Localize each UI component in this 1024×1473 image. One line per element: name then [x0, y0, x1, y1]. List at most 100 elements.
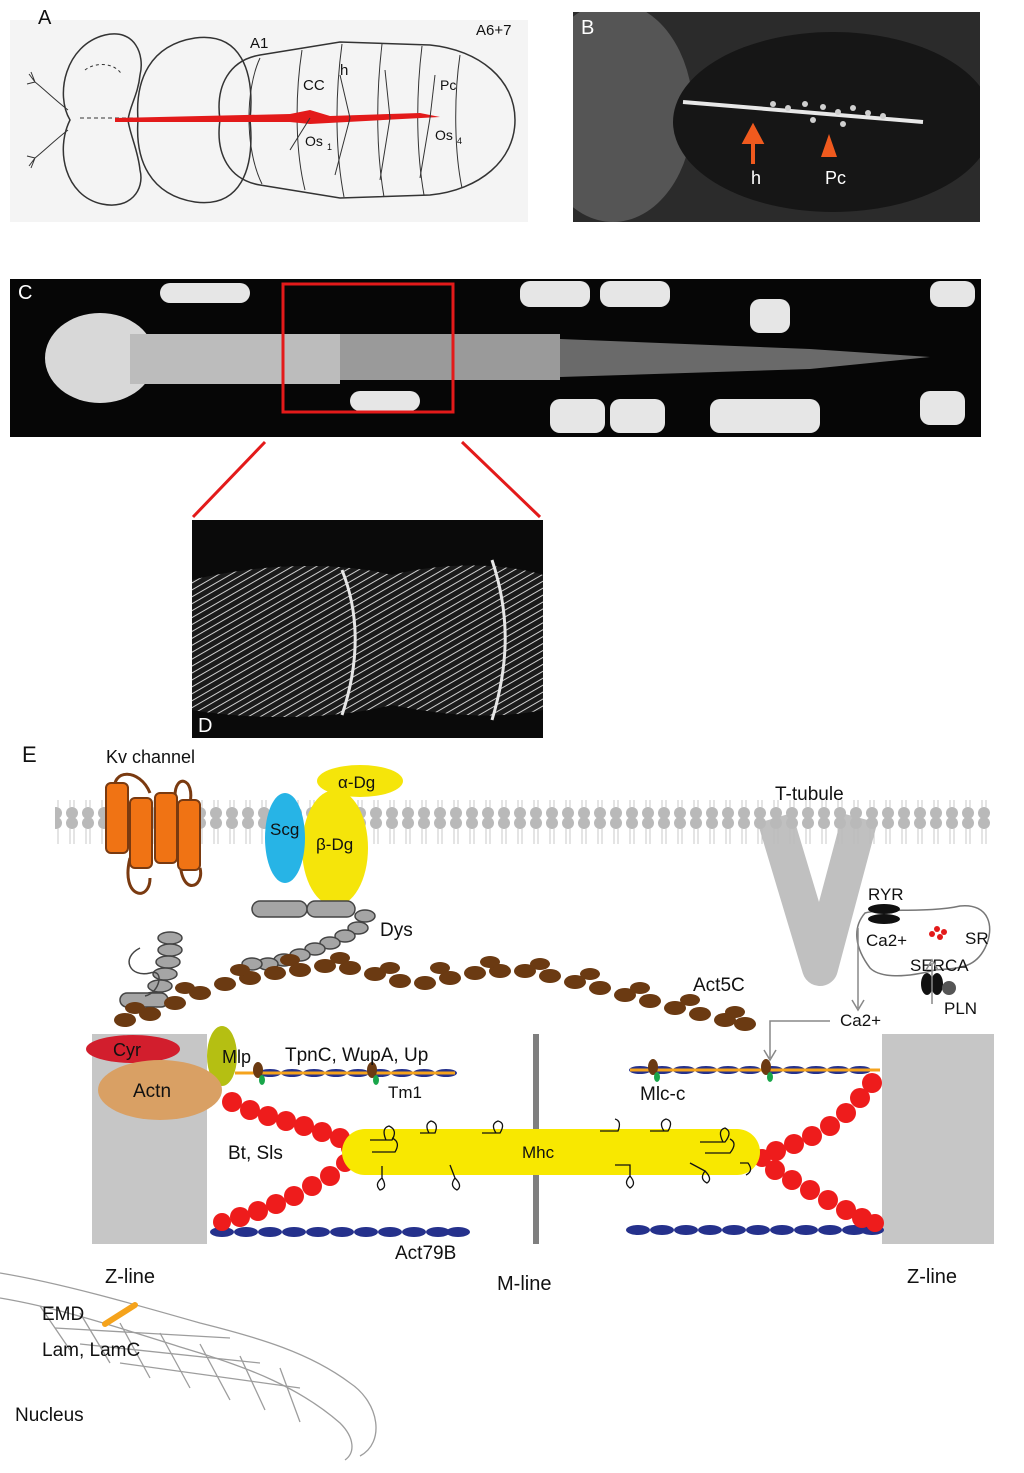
- panel-b-letter: B: [581, 17, 594, 39]
- label-h: h: [340, 62, 348, 79]
- label-lam: Lam, LamC: [42, 1340, 140, 1361]
- label-ca-sr: Ca2+: [866, 931, 907, 950]
- panel-b-abdomen: [673, 32, 993, 212]
- label-os1-sub: 1: [327, 142, 332, 152]
- panel-c-heart-middle: [340, 334, 560, 380]
- abdomen-outline: [218, 41, 516, 199]
- label-bt-sls: Bt, Sls: [228, 1143, 283, 1164]
- ryr-channel-top: [868, 904, 900, 914]
- panel-e-letter: E: [22, 742, 37, 767]
- myosin-heads: [370, 1118, 752, 1191]
- label-a67: A6+7: [476, 22, 511, 39]
- serca-pump-2: [931, 973, 943, 995]
- label-nucleus: Nucleus: [15, 1405, 84, 1426]
- t-tubule-invagination: [757, 812, 878, 986]
- alary-muscles: [289, 69, 436, 181]
- antenna-bottom: [26, 129, 69, 169]
- label-sr: SR: [965, 929, 989, 948]
- label-pln: PLN: [944, 999, 977, 1018]
- panel-c: C: [10, 279, 981, 437]
- panel-d-image: D: [192, 520, 543, 738]
- panel-d-ostium-edge: [340, 569, 357, 716]
- cyr: [86, 1035, 180, 1063]
- panel-d-right-edge: [490, 559, 507, 721]
- label-actn: Actn: [133, 1081, 171, 1102]
- mlp: [207, 1026, 237, 1086]
- calcium-flow-arrows: [763, 928, 939, 1062]
- alpha-dg: [317, 765, 403, 797]
- emd-marker: [102, 1302, 138, 1327]
- label-beta-dg: β-Dg: [316, 835, 353, 854]
- troponin-right: [648, 1059, 773, 1082]
- kv-channel: [105, 772, 203, 895]
- z-line-right-block: [882, 1034, 994, 1244]
- serca-pump-1: [921, 973, 933, 995]
- zoom-lines: [191, 440, 542, 519]
- label-os4: Os: [435, 127, 453, 143]
- nuclear-envelope: [0, 1272, 377, 1461]
- thin-filament-bottom-right: [626, 1225, 884, 1235]
- panel-d: D: [192, 520, 543, 738]
- panel-c-conical-chamber: [45, 313, 155, 403]
- dystrophin: [119, 900, 376, 1008]
- mhc-thick-filament: [342, 1129, 760, 1175]
- panel-b-label-pc: Pc: [825, 168, 846, 188]
- panel-b-thorax-blur: [533, 2, 693, 222]
- titin-right: [753, 1073, 884, 1232]
- label-kv-channel: Kv channel: [106, 747, 195, 767]
- panel-d-letter: D: [198, 715, 212, 737]
- label-cc: CC: [303, 77, 325, 94]
- label-serca: SERCA: [910, 956, 969, 975]
- label-t-tubule: T-tubule: [775, 784, 844, 805]
- label-cyr: Cyr: [113, 1040, 141, 1060]
- head-inner-dash: [84, 64, 123, 76]
- scg: [265, 793, 305, 883]
- label-scg: Scg: [270, 820, 299, 839]
- heart-tube: [115, 110, 440, 124]
- label-mlp: Mlp: [222, 1047, 251, 1067]
- label-emd: EMD: [42, 1304, 84, 1325]
- label-ryr: RYR: [868, 885, 904, 904]
- label-dys: Dys: [380, 920, 413, 941]
- label-ca-cyto: Ca2+: [840, 1011, 881, 1030]
- label-mhc: Mhc: [522, 1143, 555, 1162]
- panel-c-heart-anterior: [130, 334, 340, 384]
- act5c-filament: [114, 952, 756, 1031]
- antenna-top: [26, 71, 69, 111]
- label-tm1: Tm1: [388, 1083, 422, 1102]
- panel-c-muscle-fragments: [160, 281, 975, 433]
- panel-a-drawing: A A1 CC h Pc A6+7 Os: [10, 7, 528, 222]
- beta-dg: [302, 790, 368, 906]
- panel-e-diagram: E T-tubule Kv channel α-Dg β-Dg Scg: [0, 742, 994, 1461]
- pln: [942, 981, 956, 995]
- panel-b-label-h: h: [751, 168, 761, 188]
- thin-filament-bottom-left: [210, 1227, 470, 1237]
- panel-b-pericardial-cells: [770, 101, 886, 127]
- label-m-line: M-line: [497, 1273, 551, 1295]
- label-alpha-dg: α-Dg: [338, 773, 375, 792]
- panel-c-heart-posterior: [560, 339, 930, 377]
- label-act5c: Act5C: [693, 975, 745, 996]
- arrow-h: [741, 122, 765, 164]
- plasma-membrane: [55, 800, 990, 844]
- panel-a-letter: A: [38, 7, 52, 29]
- label-z-line-left: Z-line: [105, 1266, 155, 1288]
- panel-b-image: B h Pc: [533, 2, 993, 222]
- label-os1: Os: [305, 133, 323, 149]
- label-act79b: Act79B: [395, 1243, 456, 1264]
- label-tpnc: TpnC, WupA, Up: [285, 1045, 428, 1066]
- label-z-line-right: Z-line: [907, 1266, 957, 1288]
- actn: [98, 1060, 222, 1120]
- panel-b: B h Pc: [533, 2, 993, 222]
- panel-e: E T-tubule Kv channel α-Dg β-Dg Scg: [0, 738, 1024, 1468]
- label-pc: Pc: [440, 77, 456, 93]
- troponin-left: [253, 1062, 379, 1085]
- panel-c-image: C: [10, 279, 981, 437]
- label-os4-sub: 4: [457, 136, 462, 146]
- panel-a: A A1 CC h Pc A6+7 Os: [10, 0, 530, 225]
- calcium-ions: [929, 926, 947, 940]
- panel-c-letter: C: [18, 282, 32, 304]
- titin-left: [213, 1092, 359, 1231]
- label-a1: A1: [250, 35, 268, 52]
- panel-d-myofibrils: [192, 565, 543, 717]
